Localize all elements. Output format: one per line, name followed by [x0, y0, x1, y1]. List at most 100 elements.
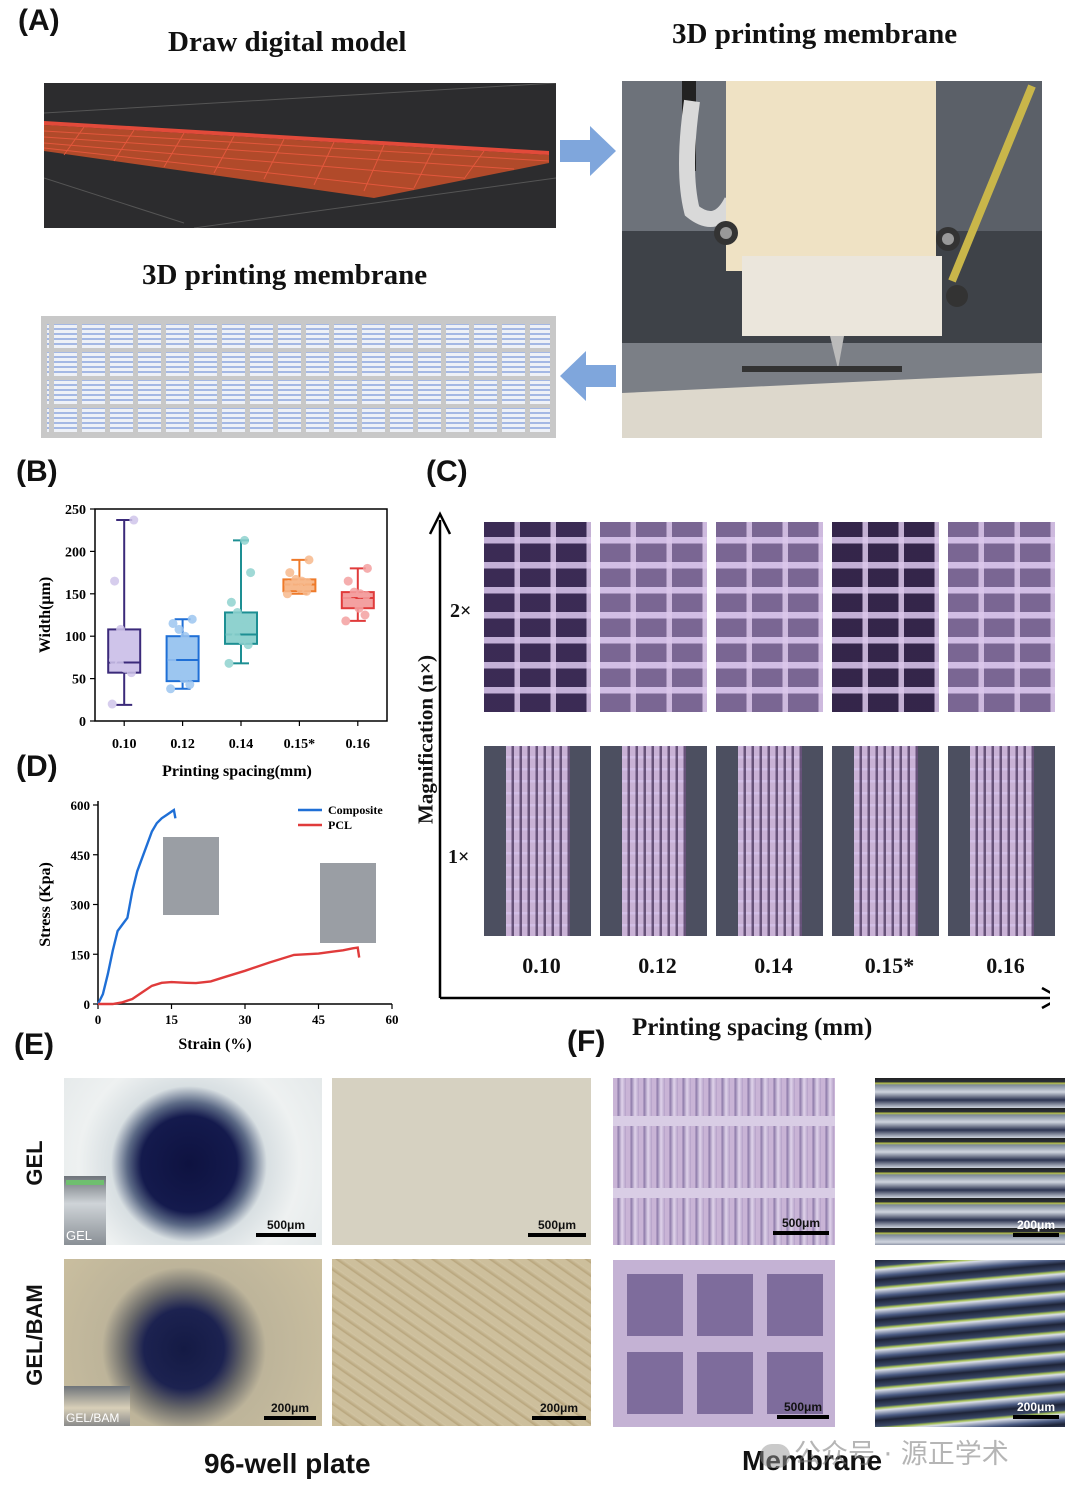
panel-e-row-label-gel: GEL — [22, 1140, 47, 1186]
membrane-strut — [47, 320, 550, 324]
micrograph-2x-0.12 — [600, 522, 707, 712]
data-point — [174, 624, 184, 634]
micrograph-2x-0.15* — [832, 522, 939, 712]
data-point — [240, 535, 250, 545]
digital-model-svg — [44, 83, 556, 228]
panel-label-e: (E) — [14, 1028, 54, 1061]
panel-a-title-left: Draw digital model — [168, 26, 407, 58]
x-tick-label: 15 — [165, 1012, 179, 1027]
panel-label-b: (B) — [16, 455, 58, 488]
y-axis-label: Width(μm) — [37, 577, 54, 653]
data-point — [285, 568, 295, 578]
membrane-strut — [47, 404, 550, 408]
gel-tube-inset: GEL — [64, 1176, 106, 1245]
data-point — [120, 663, 130, 673]
micrograph-1x-0.15* — [832, 746, 939, 936]
gel-tube-inset-label: GEL — [66, 1228, 93, 1243]
pcl-specimen-photo — [320, 863, 376, 943]
membrane-bottom-left: 500μm — [613, 1260, 835, 1427]
data-point — [179, 674, 189, 684]
data-point — [354, 603, 364, 613]
micrograph-1x-0.14 — [716, 746, 823, 936]
panel-c-ylabel: Magnification (n×) — [413, 655, 438, 824]
y-tick-label: 0 — [84, 997, 91, 1012]
data-point — [284, 579, 294, 589]
data-point — [116, 624, 126, 634]
data-point — [342, 593, 352, 603]
gelbam-tube-inset: GEL/BAM — [64, 1386, 130, 1426]
data-point — [107, 699, 117, 709]
data-point — [225, 630, 235, 640]
panel-a-title-right: 3D printing membrane — [672, 18, 958, 50]
membrane-top-right: 200μm — [875, 1078, 1065, 1245]
printer-photo-svg — [622, 81, 1042, 438]
gelbam-well-image: GEL/BAM 200μm — [64, 1259, 322, 1426]
y-tick-label: 100 — [65, 630, 86, 645]
panel-c-row-label-2x: 2× — [450, 600, 472, 622]
panel-c-xlabel: Printing spacing (mm) — [632, 1014, 873, 1041]
data-point — [167, 655, 177, 665]
y-axis-label: Stress (Kpa) — [37, 862, 54, 947]
data-point — [244, 623, 254, 633]
watermark-text: 公众号 · 源正学术 — [794, 1439, 1009, 1470]
data-point — [166, 684, 176, 694]
data-point — [186, 644, 196, 654]
gel-surface-image: 500μm — [332, 1078, 591, 1245]
arrow-left-icon — [560, 351, 616, 401]
panel-e-row-label-gelbam: GEL/BAM — [22, 1284, 47, 1386]
printer-photo — [622, 81, 1042, 438]
scale-bar-e3: 200μm — [264, 1401, 316, 1420]
y-tick-label: 0 — [79, 715, 86, 730]
scale-bar-f1: 500μm — [773, 1216, 829, 1235]
data-point — [122, 631, 132, 641]
micrograph-1x-0.12 — [600, 746, 707, 936]
x-tick-label: 0.10 — [112, 737, 137, 752]
gelbam-tube-inset-label: GEL/BAM — [66, 1411, 120, 1425]
gelbam-surface-image: 200μm — [332, 1259, 591, 1426]
data-point — [349, 587, 359, 597]
y-tick-label: 600 — [71, 798, 91, 813]
x-axis-label: Printing spacing(mm) — [162, 763, 312, 780]
y-tick-label: 300 — [71, 898, 91, 913]
data-point — [362, 563, 372, 573]
data-point — [110, 576, 120, 586]
arrow-right-icon — [560, 126, 616, 176]
panel-label-f: (F) — [567, 1025, 606, 1058]
series-line-composite — [96, 807, 177, 1005]
y-tick-label: 200 — [65, 545, 86, 560]
watermark: 公众号 · 源正学术 — [760, 1432, 1009, 1471]
y-tick-label: 150 — [65, 588, 86, 603]
data-point — [173, 665, 183, 675]
data-point — [246, 568, 256, 578]
x-axis-label: Strain (%) — [178, 1036, 251, 1053]
panel-c-col-label: 0.15* — [864, 953, 915, 978]
panel-label-d: (D) — [16, 750, 58, 783]
membrane-bottom-right: 200μm — [875, 1260, 1065, 1427]
x-tick-label: 0.16 — [346, 737, 371, 752]
series-line-pcl — [98, 946, 361, 1006]
scale-bar-f4: 200μm — [1013, 1400, 1059, 1419]
data-point — [238, 614, 248, 624]
data-point — [343, 576, 353, 586]
composite-specimen-photo — [163, 837, 219, 915]
data-point — [341, 616, 351, 626]
membrane-strut — [47, 348, 550, 352]
membrane-top-left: 500μm — [613, 1078, 835, 1245]
y-tick-label: 50 — [72, 673, 86, 688]
data-point — [304, 555, 314, 565]
x-tick-label: 0.14 — [229, 737, 254, 752]
membrane-strut — [553, 322, 556, 432]
scale-bar-e1: 500μm — [256, 1218, 316, 1237]
membrane-strut — [47, 432, 550, 436]
membrane-strut — [47, 376, 550, 380]
panel-a-title-bottom: 3D printing membrane — [142, 259, 428, 291]
data-point — [168, 618, 178, 628]
scale-bar-e2: 500μm — [528, 1218, 586, 1237]
legend-label: Composite — [328, 803, 383, 817]
scale-bar-f3: 500μm — [777, 1400, 829, 1419]
micrograph-1x-0.10 — [484, 746, 591, 936]
data-point — [224, 658, 234, 668]
micrograph-2x-0.10 — [484, 522, 591, 712]
y-tick-label: 450 — [71, 848, 91, 863]
panel-e-caption: 96-well plate — [204, 1448, 371, 1479]
